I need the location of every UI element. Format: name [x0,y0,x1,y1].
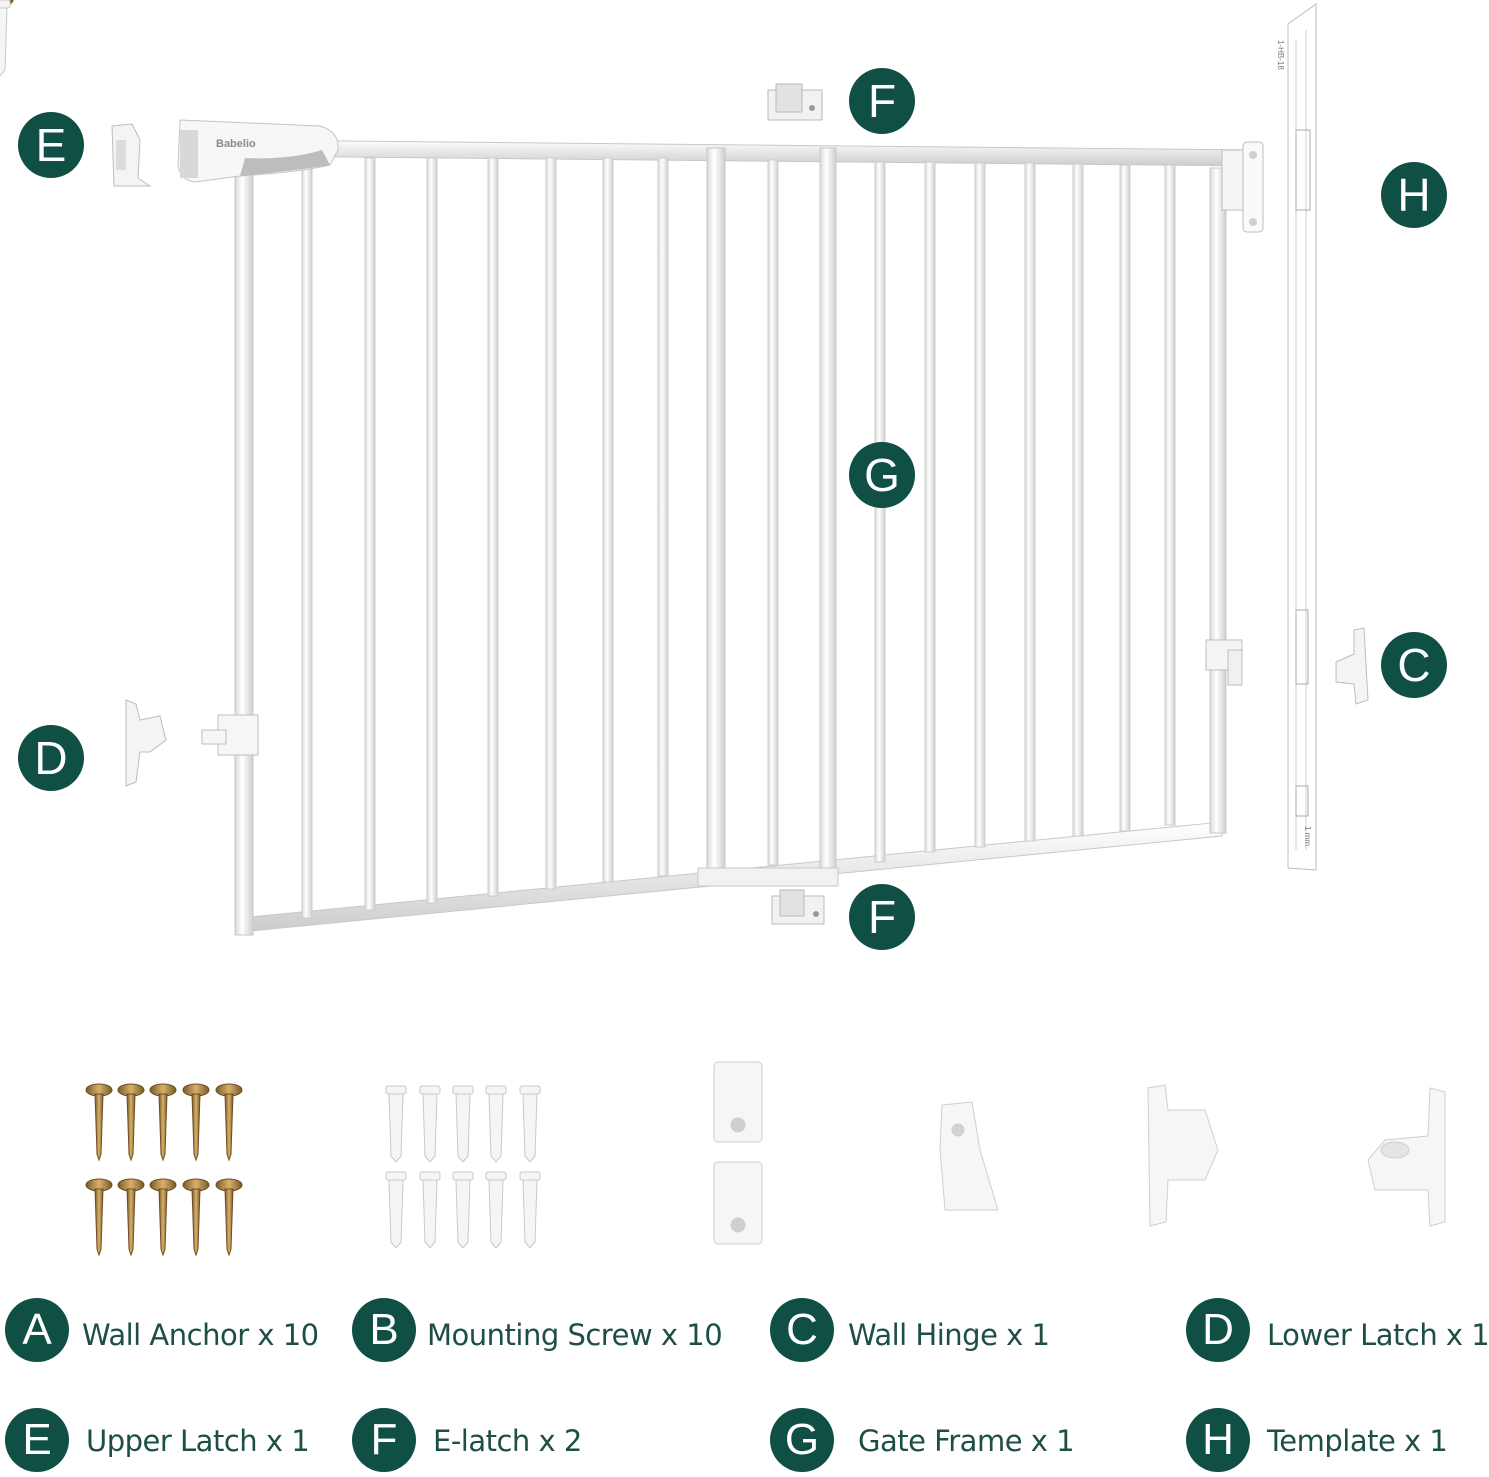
e-latch-image [1367,1087,1446,1227]
template-top-text: 1-HB-18 [1276,40,1285,70]
legend-label-g: Gate Frame x 1 [858,1424,1075,1458]
legend-badge-b: B [352,1298,416,1362]
callout-f-top: F [849,68,915,134]
legend-badge-f: F [352,1408,416,1472]
legend-label-a: Wall Anchor x 10 [82,1318,319,1352]
legend-label-d: Lower Latch x 1 [1267,1318,1489,1352]
legend-label-f: E-latch x 2 [433,1424,582,1458]
wall-hinge-part [1335,627,1369,705]
upper-latch-image [1147,1084,1219,1227]
callout-g: G [849,442,915,508]
legend-label-c: Wall Hinge x 1 [848,1318,1050,1352]
legend-badge-d: D [1186,1298,1250,1362]
upper-latch-part [111,123,152,187]
legend-badge-g: G [770,1408,834,1472]
legend-badge-c: C [770,1298,834,1362]
callout-f-bottom: F [849,884,915,950]
lower-latch-image [939,1101,999,1211]
legend-badge-e: E [5,1408,69,1472]
template-bottom-text: 1 mm [1303,826,1312,846]
gate-illustration [111,3,1369,936]
e-latch-part-bottom [771,889,825,925]
lower-latch-part [125,699,167,787]
legend-label-e: Upper Latch x 1 [86,1424,310,1458]
gate-handle [177,119,339,183]
e-latch-part-top [767,83,823,121]
legend-label-h: Template x 1 [1267,1424,1448,1458]
callout-e: E [18,112,84,178]
legend-badge-h: H [1186,1408,1250,1472]
legend-badge-a: A [5,1298,69,1362]
callout-d: D [18,725,84,791]
callout-c: C [1381,632,1447,698]
legend-label-b: Mounting Screw x 10 [427,1318,723,1352]
gate-frame [201,139,1264,936]
template-sheet [1287,3,1317,871]
brand-logo: Babelio [216,138,256,150]
callout-h: H [1381,162,1447,228]
wall-hinge-image [713,1061,763,1245]
